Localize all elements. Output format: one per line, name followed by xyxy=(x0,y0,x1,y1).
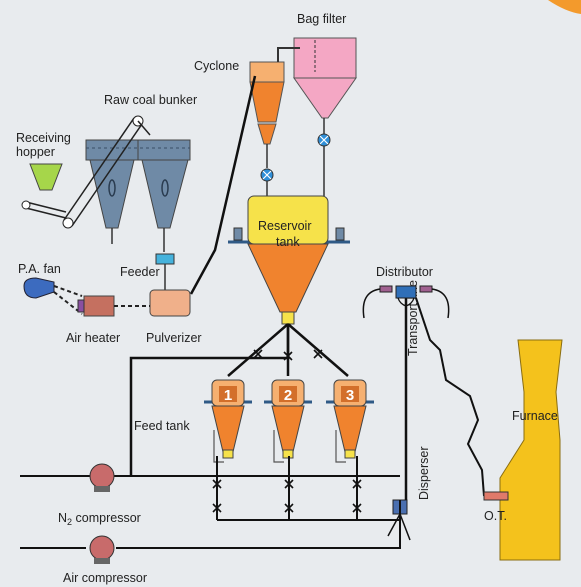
distributor xyxy=(362,285,450,319)
pulverizer xyxy=(149,289,191,317)
bag-filter-label: Bag filter xyxy=(297,12,346,26)
corner-accent xyxy=(548,0,581,14)
feed-tank-label: Feed tank xyxy=(134,419,190,433)
raw-coal-bunker xyxy=(85,139,191,252)
receiving-hopper-label-1: Receiving xyxy=(16,131,71,145)
disperser xyxy=(387,499,411,541)
feed-tank-2: 2 xyxy=(264,379,312,463)
pa-fan-icon xyxy=(23,277,55,299)
air-compressor-label: Air compressor xyxy=(63,571,147,585)
bunker-conveyor xyxy=(62,115,151,229)
feed-tank-1: 1 xyxy=(204,379,252,463)
n2-compressor-label: N2 compressor xyxy=(58,511,141,527)
pulverizer-label: Pulverizer xyxy=(146,331,202,345)
furnace xyxy=(499,339,563,561)
reservoir-label-2: tank xyxy=(276,235,300,249)
pa-fan-label: P.A. fan xyxy=(18,262,61,276)
air-compressor xyxy=(89,535,115,564)
reservoir-feed-pipes xyxy=(227,323,349,377)
furnace-label: Furnace xyxy=(512,409,558,423)
ot-burner xyxy=(483,491,509,501)
pulverizer-to-cyclone-pipe xyxy=(189,75,257,295)
feed-tank-3: 3 xyxy=(326,379,374,463)
feeder-label: Feeder xyxy=(120,265,160,279)
feed-tank-outlet-valves xyxy=(212,456,400,521)
ot-label: O.T. xyxy=(484,509,507,523)
reservoir-tank xyxy=(228,195,350,325)
cyclone-label: Cyclone xyxy=(194,59,239,73)
receiving-hopper xyxy=(21,163,67,219)
receiving-hopper-label-2: hopper xyxy=(16,145,55,159)
n2-compressor xyxy=(89,463,115,492)
air-heater xyxy=(83,295,115,317)
cyclone xyxy=(249,47,300,196)
raw-coal-bunker-label: Raw coal bunker xyxy=(104,93,197,107)
n2-supply-pipe xyxy=(129,324,290,476)
feed-tank-number-1: 1 xyxy=(224,387,232,404)
reservoir-label-1: Reservoir xyxy=(258,219,312,233)
air-heater-label: Air heater xyxy=(66,331,120,345)
bag-filter xyxy=(293,37,357,196)
burner-line xyxy=(415,297,485,497)
distributor-label: Distributor xyxy=(376,265,433,279)
feed-tank-number-2: 2 xyxy=(284,387,292,404)
feed-tank-number-3: 3 xyxy=(346,387,354,404)
disperser-label: Disperser xyxy=(417,447,431,501)
feeder xyxy=(155,253,175,265)
feed-tanks: 1 2 3 xyxy=(204,379,374,463)
